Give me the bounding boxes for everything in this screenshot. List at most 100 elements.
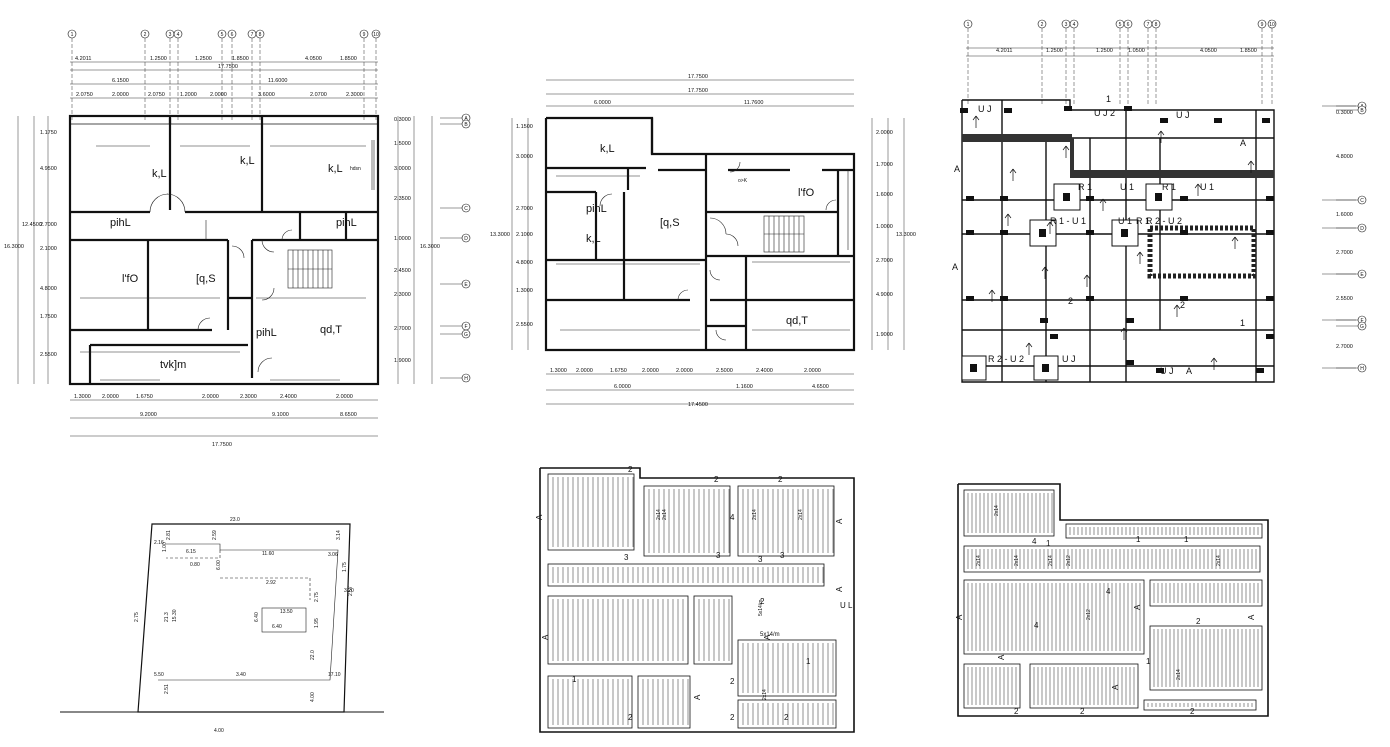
foundation-label: U J 2 (1094, 108, 1115, 118)
foundation-label: R 2 - U 2 (1146, 216, 1182, 226)
ground-stairs (287, 249, 333, 289)
ground-total-width: 17.7500 (218, 64, 238, 70)
foundation-label: R 1 (1136, 216, 1150, 226)
ground-room-kitchen-1: k,L (152, 168, 167, 180)
grid-bubble (217, 29, 227, 39)
grid-bubble-label: 4 (1073, 22, 1076, 28)
ground-left-dim-2: 4.9500 (40, 166, 57, 172)
foundation-label: 1 (1240, 318, 1245, 328)
first-floor-plan: 17.7500 17.7500 6.0000 11.7600 (490, 74, 916, 408)
slab-label: 2 (1196, 617, 1201, 626)
ground-room-dim-7: 2.0700 (310, 92, 327, 98)
site-dimension: 23.0 (230, 517, 240, 523)
slab-label: A (1133, 604, 1142, 610)
grid-bubble (359, 29, 369, 39)
ground-room-hdsn: hdsn (350, 166, 361, 172)
slab-label: 5x14/m (760, 632, 780, 638)
ground-left-dim-3: 2.7000 (40, 222, 57, 228)
slab-label: 3 (758, 555, 763, 564)
row-bubble-label: D (1360, 226, 1364, 232)
grid-bubble (1151, 19, 1161, 29)
foundation-label: U J (1062, 354, 1076, 364)
slab-label: 2x14 (798, 509, 804, 520)
slab-ground-panels (547, 473, 837, 729)
row-bubble (1357, 321, 1367, 331)
first-bottom-dim-3: 1.6750 (610, 368, 627, 374)
foundation-top-dim-3: 1.2500 (1096, 48, 1113, 54)
ground-overall-bottom: 17.7500 (212, 442, 232, 448)
first-walls (544, 116, 856, 352)
slab-label: 4 (1032, 537, 1037, 546)
column (1086, 196, 1094, 201)
foundation-label: A (954, 164, 960, 174)
slab-panel (1065, 523, 1263, 539)
foundation-right-dim-5: 2.5500 (1336, 296, 1353, 302)
first-right-total: 13.3000 (896, 232, 916, 238)
slab-label: 2x14 (762, 689, 768, 700)
slab-panel (963, 663, 1021, 709)
slab-label: 1 (572, 675, 577, 684)
first-bottom-total-1: 6.0000 (614, 384, 631, 390)
row-bubble-label: B (464, 122, 468, 128)
section-arrow (1009, 168, 1017, 181)
column (1050, 334, 1058, 339)
section-arrow (1041, 266, 1049, 279)
ground-room-dim-2: 2.0000 (112, 92, 129, 98)
grid-bubble-label: 10 (373, 32, 379, 38)
column (1155, 193, 1162, 201)
ground-room-pihl-2: pihL (336, 217, 357, 229)
site-dimension: 3.40 (236, 672, 246, 678)
slab-label: 3 (624, 553, 629, 562)
ground-room-dim-4: 1.2000 (180, 92, 197, 98)
section-arrow (1157, 130, 1165, 143)
slab-label: 2x14 (1048, 555, 1054, 566)
grid-bubble-label: 5 (1119, 22, 1122, 28)
ground-bottom-total-2: 9.1000 (272, 412, 289, 418)
site-dimension: 0.80 (190, 562, 200, 568)
grid-bubble-label: 9 (1261, 22, 1264, 28)
slab-label: 2 (1190, 707, 1195, 716)
row-bubble (1357, 223, 1367, 233)
slab-panel (1029, 663, 1139, 709)
section-arrow (1247, 160, 1255, 173)
slab-label: 3 (716, 551, 721, 560)
foundation-beams (961, 99, 1275, 383)
section-arrow (988, 289, 996, 302)
first-top-dimension-lines (546, 79, 854, 107)
site-dimension: 21.3 (164, 612, 170, 622)
site-dimension: 17.10 (328, 672, 341, 678)
first-bottom-total-2: 1.1600 (736, 384, 753, 390)
first-top-split-2: 11.7600 (744, 100, 763, 106)
slab-label: A (835, 518, 844, 524)
foundation-footings (961, 183, 1173, 381)
grid-bubble (963, 19, 973, 29)
row-bubble-label: D (464, 236, 468, 242)
slab-label: 2 (714, 475, 719, 484)
column (966, 296, 974, 301)
grid-bubble (1123, 19, 1133, 29)
slab-label: 2 (1014, 707, 1019, 716)
row-bubble (1357, 363, 1367, 373)
first-right-dim-4: 1.0000 (876, 224, 893, 230)
slab-panel (1149, 625, 1263, 691)
slab-label: A (763, 634, 772, 640)
slab-label: 2 (628, 713, 633, 722)
foundation-right-dim-1: 0.3000 (1336, 110, 1353, 116)
section-arrow (1120, 327, 1128, 340)
column (1126, 318, 1134, 323)
grid-bubble (1267, 19, 1277, 29)
grid-bubble (67, 29, 77, 39)
site-dimension: 6.40 (272, 624, 282, 630)
first-room-qs: [q,S (660, 217, 680, 229)
slab-label: 3 (780, 551, 785, 560)
site-dimension: 5.50 (154, 672, 164, 678)
row-bubble (461, 119, 471, 129)
slab-panel (637, 675, 691, 729)
site-dimension: 1.75 (342, 562, 348, 572)
slab-panel (1143, 699, 1257, 711)
foundation-right-dimension-lines (1322, 105, 1356, 369)
first-left-dim-3: 2.7000 (516, 206, 533, 212)
row-bubble-label: C (464, 206, 468, 212)
